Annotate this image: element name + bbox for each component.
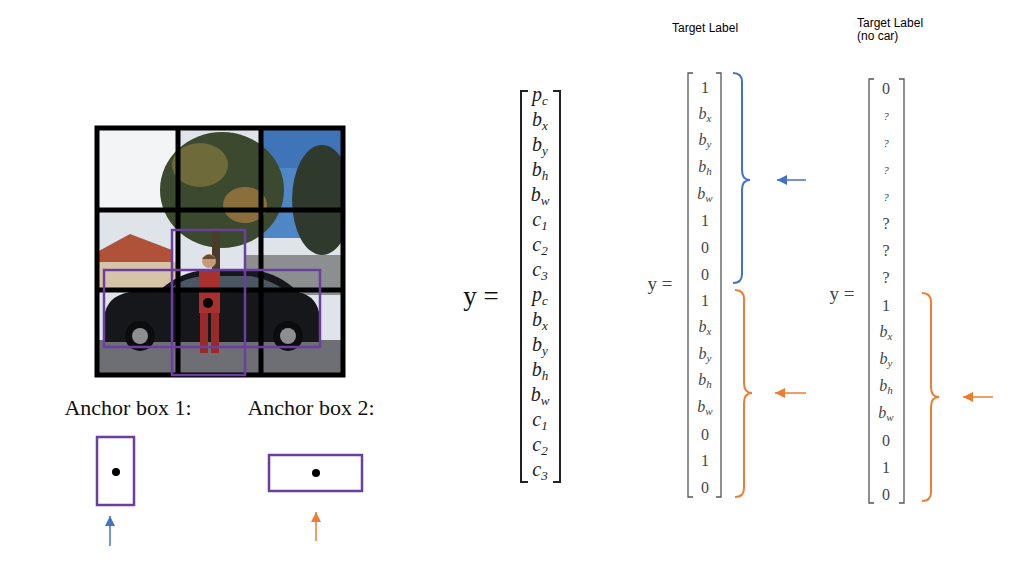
target-value: bh — [698, 158, 712, 177]
vector-component: bx — [532, 308, 548, 333]
photo — [97, 128, 343, 375]
target-value: ? — [882, 270, 889, 288]
target-value: 1 — [701, 79, 709, 97]
target-value: 0 — [882, 80, 890, 98]
column-heading: Target Label — [672, 22, 738, 35]
equation-label: y = — [648, 274, 673, 295]
vector-component: c1 — [532, 408, 547, 433]
vector-component: bx — [532, 108, 548, 133]
vector-component: c1 — [532, 208, 547, 233]
right-bracket — [716, 73, 721, 497]
target-value: 0 — [882, 486, 890, 504]
blue-pointer-arrow — [777, 179, 806, 181]
car-bounding-box — [104, 270, 320, 347]
target-value: bh — [698, 372, 712, 391]
grid-border — [97, 128, 343, 375]
car-rim — [132, 328, 148, 344]
target-value: 0 — [701, 426, 709, 444]
target-value: ? — [883, 191, 889, 203]
vector-component: pc — [532, 83, 548, 108]
anchor-caption: Anchor box 1: — [64, 396, 191, 420]
anchor-caption: Anchor box 2: — [247, 396, 374, 420]
equation-label: y = — [463, 282, 498, 312]
grid — [97, 128, 343, 375]
target-value: bx — [699, 105, 712, 124]
person-hair — [202, 255, 216, 260]
grid-line — [97, 288, 343, 293]
left-bracket — [521, 91, 528, 482]
person-bounding-box — [172, 230, 245, 375]
target-value: ? — [883, 164, 889, 176]
grid-line — [259, 128, 264, 375]
blue-brace — [733, 73, 750, 283]
left-bracket — [869, 79, 874, 503]
target-value: ? — [882, 243, 889, 261]
target-value: 1 — [701, 453, 709, 471]
target-value: ? — [883, 110, 889, 122]
target-value: 1 — [882, 297, 890, 315]
target-value: bx — [699, 318, 712, 337]
anchor-dot — [312, 469, 320, 477]
matrix-brackets — [688, 73, 904, 503]
orange-brace — [922, 293, 939, 501]
vector-component: c3 — [532, 258, 547, 283]
equation-label: y = — [830, 284, 855, 305]
right-tree — [292, 145, 343, 255]
matrix-brackets — [521, 91, 560, 482]
anchor-box-shape — [269, 455, 362, 491]
house-roof — [97, 234, 172, 262]
grid-line — [176, 128, 181, 375]
vector-component: c2 — [532, 233, 547, 258]
left-bracket — [688, 73, 693, 497]
target-value: 0 — [701, 479, 709, 497]
column-heading: Target Label (no car) — [857, 17, 937, 43]
right-bracket — [553, 91, 560, 482]
orange-pointer-arrow — [963, 396, 993, 398]
target-value: bw — [697, 185, 712, 204]
orange-pointer-arrow — [315, 512, 317, 541]
target-value: 1 — [701, 213, 709, 231]
vector-component: bh — [532, 358, 549, 383]
right-bracket — [899, 79, 904, 503]
vector-component: by — [532, 133, 548, 158]
vector-component: c2 — [532, 433, 547, 458]
target-value: 0 — [882, 432, 890, 450]
target-value: by — [699, 345, 712, 364]
target-value: 0 — [701, 239, 709, 257]
vector-component: by — [532, 333, 548, 358]
grid-line — [97, 208, 343, 213]
target-value: by — [880, 350, 893, 369]
car-rim — [280, 328, 296, 344]
target-value: bw — [697, 398, 712, 417]
target-value: by — [699, 132, 712, 151]
person-head — [202, 254, 216, 268]
target-value: 1 — [882, 459, 890, 477]
midpoint-dot — [203, 298, 213, 308]
vector-component: bw — [531, 183, 550, 208]
orange-brace — [735, 290, 752, 497]
target-value: bh — [879, 377, 893, 396]
target-value: ? — [883, 137, 889, 149]
orange-pointer-arrow — [775, 392, 806, 394]
target-value: bx — [880, 323, 893, 342]
target-value: ? — [882, 216, 889, 234]
vector-component: bh — [532, 158, 549, 183]
vector-component: pc — [532, 283, 548, 308]
target-value: 1 — [701, 293, 709, 311]
vector-component: c3 — [532, 458, 547, 483]
target-value: 0 — [701, 266, 709, 284]
vector-component: bw — [531, 383, 550, 408]
target-value: bw — [878, 404, 893, 423]
blue-pointer-arrow — [109, 516, 111, 546]
anchor-dot — [112, 468, 120, 476]
anchor-box-shape — [97, 437, 134, 505]
